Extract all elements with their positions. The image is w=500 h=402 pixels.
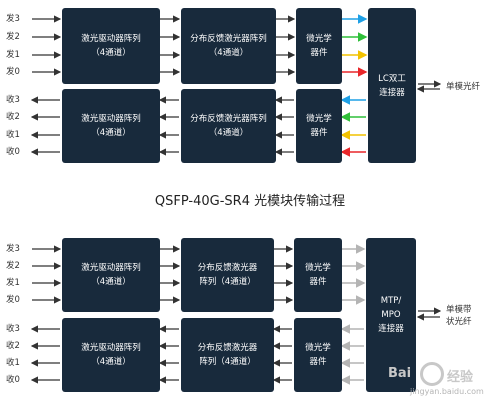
rx0-label: 收0 bbox=[6, 147, 20, 157]
tx1-label: 发1 bbox=[6, 50, 20, 60]
tx3-label: 发3 bbox=[6, 14, 20, 24]
tx0-label: 发0 bbox=[6, 67, 20, 77]
laser-driver-array-box: 激光驱动器阵列 （4通道） bbox=[62, 8, 160, 84]
lc-duplex-diagram: 发3 发2 发1 发0 收3 收2 收1 收0 激光驱动器阵列 （4通道） 分布… bbox=[0, 0, 500, 170]
tx0-label: 发0 bbox=[6, 295, 20, 305]
rx2-label: 收2 bbox=[6, 341, 20, 351]
rx3-label: 收3 bbox=[6, 95, 20, 105]
detector-array-box: 分布反馈激光器 阵列（4通道） bbox=[181, 318, 274, 392]
top-arrows bbox=[30, 14, 442, 157]
diagram-caption: QSFP-40G-SR4 光模块传输过程 bbox=[154, 194, 346, 209]
bottom-arrows bbox=[30, 244, 442, 385]
tx1-label: 发1 bbox=[6, 278, 20, 288]
receiver-array-box: 激光驱动器阵列 （4通道） bbox=[62, 89, 160, 163]
laser-driver-array-box: 激光驱动器阵列 （4通道） bbox=[62, 238, 160, 312]
receiver-array-box: 激光驱动器阵列 （4通道） bbox=[62, 318, 160, 392]
micro-optics-rx-box: 微光学 器件 bbox=[294, 318, 342, 392]
ribbon-fiber-label: 单模带 状光纤 bbox=[446, 305, 472, 327]
paw-icon bbox=[420, 362, 444, 386]
tx3-label: 发3 bbox=[6, 244, 20, 254]
micro-optics-tx-box: 微光学 器件 bbox=[294, 238, 342, 312]
rx3-label: 收3 bbox=[6, 324, 20, 334]
micro-optics-tx-box: 微光学 器件 bbox=[296, 8, 342, 84]
watermark-brand: Bai bbox=[388, 366, 412, 381]
single-mode-fiber-label: 单模光纤 bbox=[446, 82, 481, 92]
watermark-brand-2: 经验 bbox=[447, 370, 474, 385]
mtp-mpo-connector-box: MTP/ MPO 连接器 bbox=[366, 238, 416, 392]
rx2-label: 收2 bbox=[6, 112, 20, 122]
rx0-label: 收0 bbox=[6, 375, 20, 385]
rx1-label: 收1 bbox=[6, 130, 20, 140]
dfb-laser-array-box: 分布反馈激光器阵列 （4通道） bbox=[181, 8, 276, 84]
watermark-url: jingyan.baidu.com bbox=[410, 387, 484, 396]
dfb-laser-array-box: 分布反馈激光器 阵列（4通道） bbox=[181, 238, 274, 312]
lc-duplex-connector-box: LC双工 连接器 bbox=[368, 8, 416, 163]
detector-array-box: 分布反馈激光器阵列 （4通道） bbox=[181, 89, 276, 163]
mtp-mpo-diagram: 发3 发2 发1 发0 收3 收2 收1 收0 激光驱动器阵列 （4通道） 分布… bbox=[0, 234, 500, 402]
rx1-label: 收1 bbox=[6, 358, 20, 368]
micro-optics-rx-box: 微光学 器件 bbox=[296, 89, 342, 163]
tx2-label: 发2 bbox=[6, 32, 20, 42]
tx2-label: 发2 bbox=[6, 261, 20, 271]
